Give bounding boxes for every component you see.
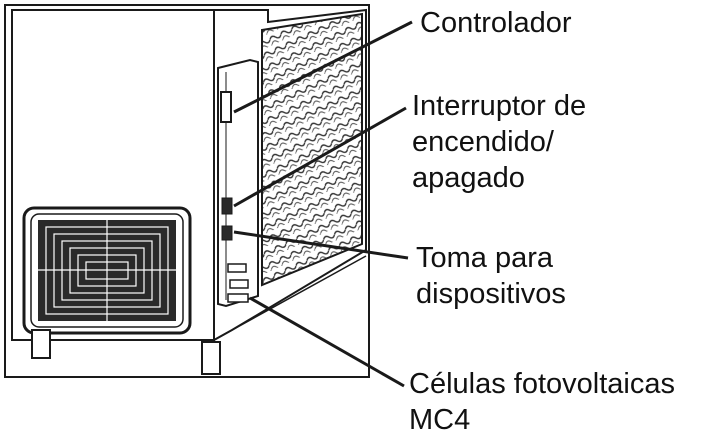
leader-line-power-switch: [233, 106, 407, 208]
label-controller: Controlador: [420, 5, 572, 41]
label-pv-cells-line-2: MC4: [409, 404, 471, 436]
controller-display: [220, 91, 232, 123]
label-device-outlet-line-1: Toma para: [416, 242, 554, 274]
label-controller-line: Controlador: [420, 7, 572, 39]
label-device-outlet: Toma para dispositivos: [416, 240, 566, 312]
label-power-switch-line-2: encendido/: [412, 126, 554, 158]
label-power-switch: Interruptor de encendido/ apagado: [412, 88, 586, 196]
appliance-feet: [31, 329, 221, 375]
label-pv-cells-line-1: Células fotovoltaicas: [409, 368, 675, 400]
power-switch: [221, 197, 233, 215]
label-device-outlet-line-2: dispositivos: [416, 278, 566, 310]
label-power-switch-line-3: apagado: [412, 162, 525, 194]
leader-line-pv-cells: [249, 296, 405, 388]
mc4-connectors: [227, 263, 249, 303]
label-pv-cells: Células fotovoltaicas MC4: [409, 366, 675, 438]
device-outlet: [221, 225, 233, 241]
front-vent-grille: [22, 206, 192, 335]
label-power-switch-line-1: Interruptor de: [412, 90, 587, 122]
leader-line-device-outlet: [233, 230, 409, 260]
leader-line-controller: [233, 20, 413, 114]
side-condenser-grille: [261, 12, 363, 287]
